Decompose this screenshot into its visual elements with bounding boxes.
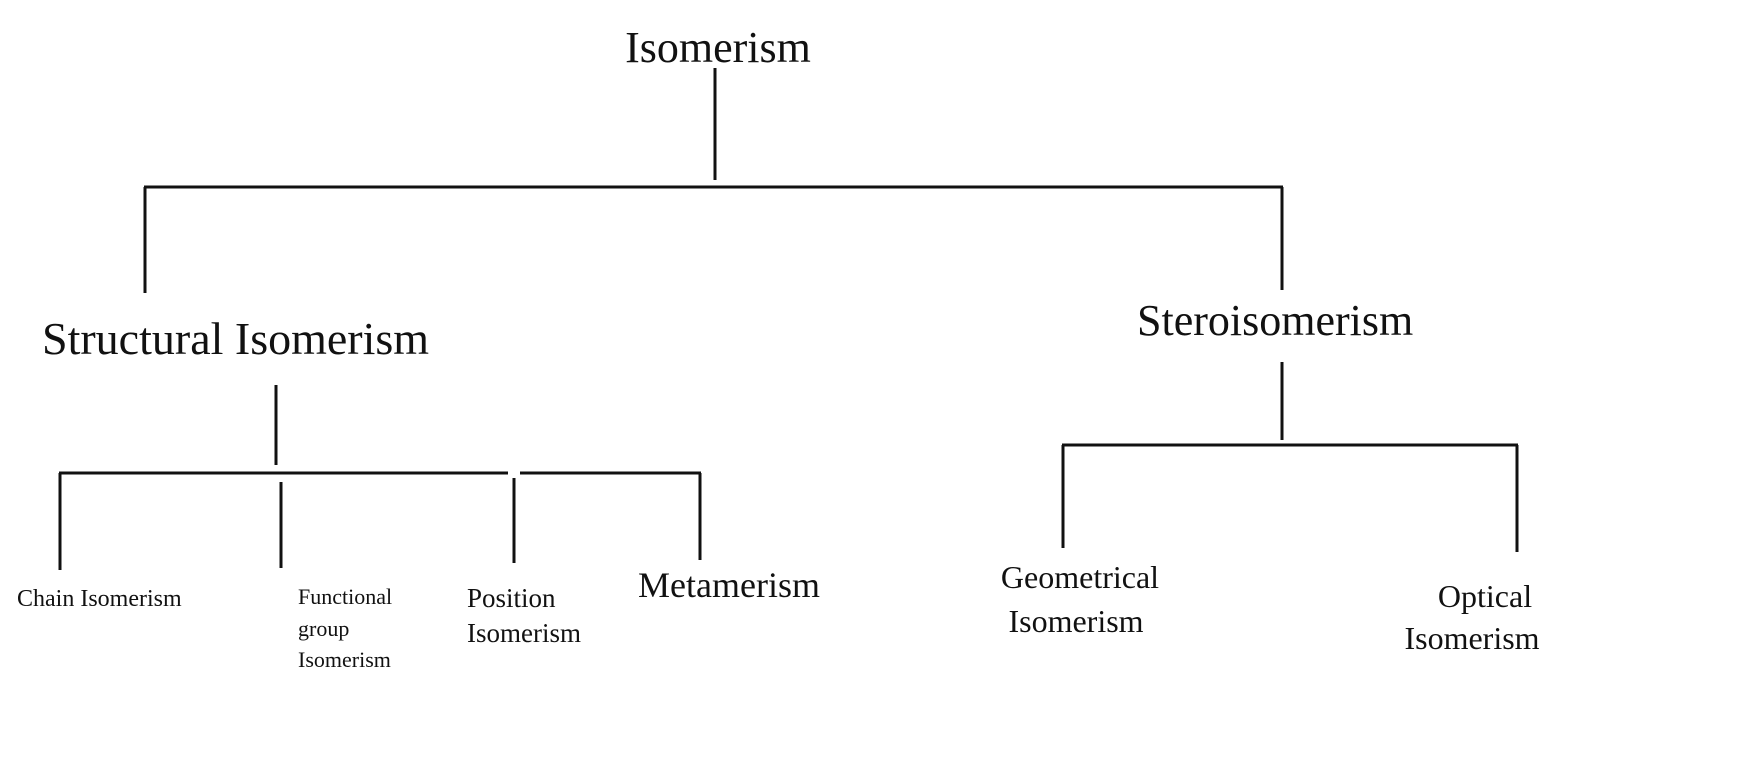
label-line: Isomerism — [1008, 603, 1143, 639]
label-line: Functional — [298, 584, 392, 609]
position-isomerism-label: Position Isomerism — [467, 583, 581, 648]
label-line: Optical — [1438, 578, 1532, 614]
optical-isomerism-label: Optical Isomerism — [1404, 578, 1539, 656]
metamerism-label: Metamerism — [638, 565, 820, 605]
steroisomerism-label: Steroisomerism — [1137, 296, 1413, 345]
structural-isomerism-label: Structural Isomerism — [42, 313, 429, 364]
label-line: group — [298, 616, 349, 641]
functional-group-isomerism-label: Functional group Isomerism — [298, 584, 392, 672]
chain-isomerism-label: Chain Isomerism — [17, 586, 182, 612]
label-line: Isomerism — [298, 647, 391, 672]
root-label: Isomerism — [625, 23, 811, 72]
label-line: Position — [467, 583, 556, 613]
label-line: Isomerism — [467, 618, 581, 648]
geometrical-isomerism-label: Geometrical Isomerism — [1001, 559, 1159, 639]
connectors — [58, 68, 1519, 570]
label-line: Isomerism — [1404, 620, 1539, 656]
label-line: Geometrical — [1001, 559, 1159, 595]
